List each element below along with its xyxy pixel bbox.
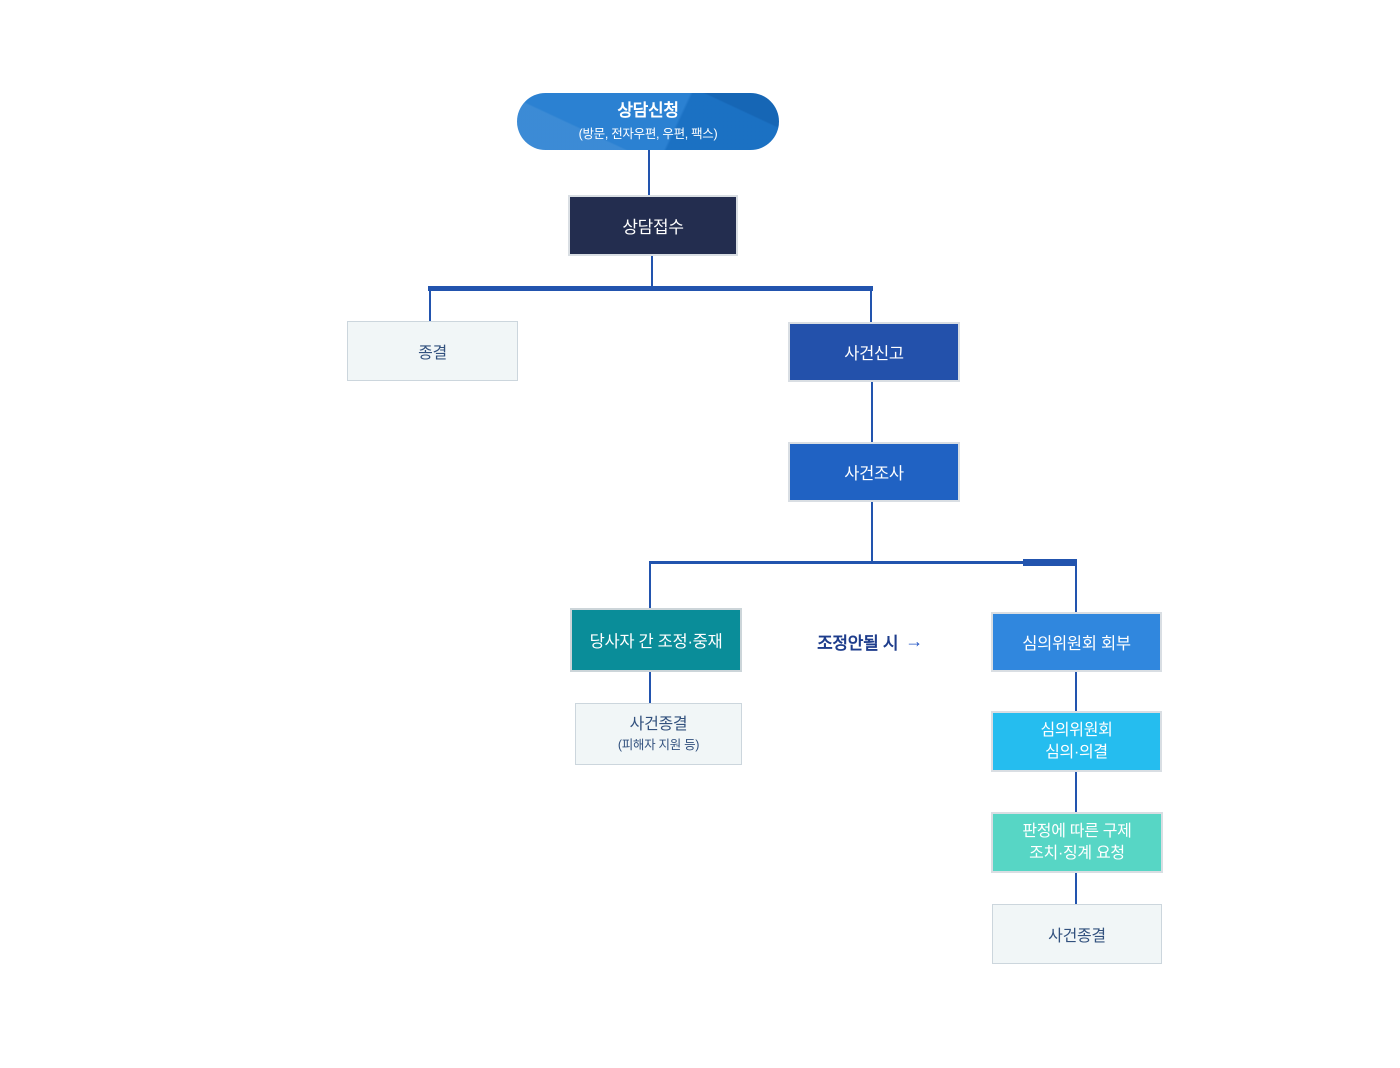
final-closure-label: 사건종결 [1048, 928, 1106, 945]
reception-node: 상담접수 [568, 195, 738, 256]
remedy-line1: 판정에 따른 구제 [1022, 822, 1132, 840]
connector-mediation-to-closure [649, 672, 651, 703]
connector-branch-bar-bottom-thick [1023, 559, 1077, 566]
start-node-subtitle: (방문, 전자우편, 우편, 팩스) [578, 127, 718, 142]
committee-referral-node: 심의위원회 회부 [991, 612, 1162, 672]
remedy-line2: 조치·징계 요청 [1029, 844, 1125, 862]
connector-branch-to-mediation [649, 564, 651, 608]
start-node-title: 상담신청 [617, 100, 679, 120]
connector-branch-bar-bottom [649, 561, 1077, 564]
remedy-node: 판정에 따른 구제 조치·징계 요청 [991, 812, 1163, 873]
start-node: 상담신청 (방문, 전자우편, 우편, 팩스) [517, 93, 779, 150]
committee-referral-label: 심의위원회 회부 [1022, 635, 1131, 653]
mediation-label: 당사자 간 조정·중재 [589, 633, 723, 651]
reception-label: 상담접수 [622, 218, 684, 237]
committee-deliberation-line2: 심의·의결 [1045, 743, 1108, 761]
connector-investigation-to-branch [871, 502, 873, 561]
mediation-node: 당사자 간 조정·중재 [570, 608, 742, 672]
connector-reception-to-branch [651, 256, 653, 286]
committee-deliberation-node: 심의위원회 심의·의결 [991, 711, 1162, 772]
case-investigation-label: 사건조사 [844, 465, 904, 483]
closure-label: 종결 [418, 345, 447, 362]
mediation-fail-text: 조정안될 시 [817, 633, 899, 653]
mediation-fail-label: 조정안될 시 → [790, 626, 950, 656]
connector-branch-to-referral [1075, 566, 1077, 612]
connector-branch-bar-top [428, 286, 873, 291]
case-closure-support-node: 사건종결 (피해자 지원 등) [575, 703, 742, 765]
case-closure-support-line2: (피해자 지원 등) [617, 737, 700, 752]
connector-report-to-investigation [871, 382, 873, 442]
case-investigation-node: 사건조사 [788, 442, 960, 502]
case-report-node: 사건신고 [788, 322, 960, 382]
connector-start-to-reception [648, 150, 650, 195]
connector-remedy-to-final-closure [1075, 873, 1077, 904]
connector-branch-to-case-report [870, 291, 872, 322]
final-closure-node: 사건종결 [992, 904, 1162, 964]
connector-deliberation-to-remedy [1075, 772, 1077, 812]
connector-referral-to-deliberation [1075, 672, 1077, 711]
right-arrow-icon: → [905, 630, 923, 651]
case-report-label: 사건신고 [844, 345, 904, 363]
committee-deliberation-line1: 심의위원회 [1040, 721, 1113, 739]
closure-node: 종결 [347, 321, 518, 381]
case-closure-support-line1: 사건종결 [629, 716, 688, 734]
connector-branch-to-closure [429, 291, 431, 321]
